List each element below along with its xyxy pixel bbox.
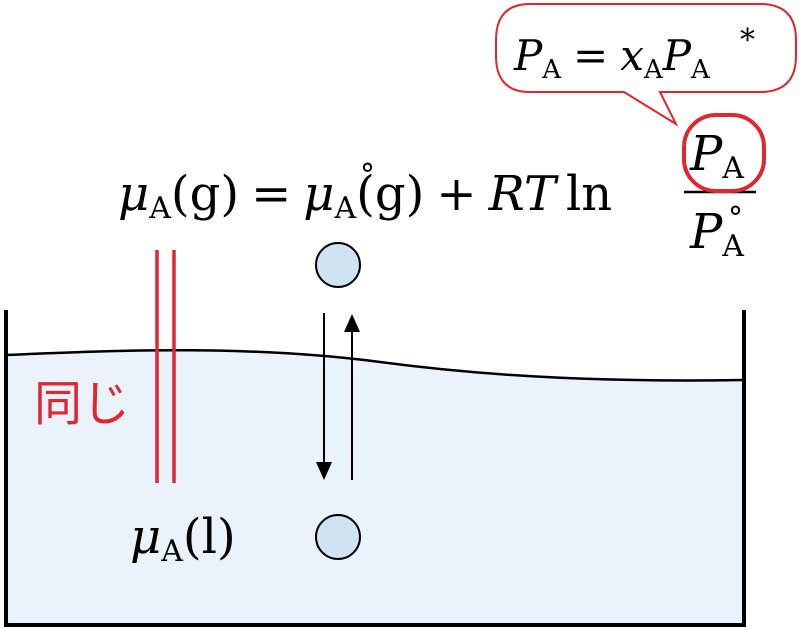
bubble-p-sup: * [740,23,755,58]
highlight-circle [682,113,766,193]
mu-liquid: μ [130,509,161,565]
mu-liquid-sub: A [160,534,183,569]
fraction-denominator-sup: ° [728,201,743,236]
bubble-p-sub: A [690,55,711,85]
ln-term: ln [566,166,612,222]
mu-standard: μ [303,166,334,222]
mu-standard-sup: ° [360,158,375,193]
phase-g-2: (g) [356,166,424,222]
bubble-equals: = [573,31,608,80]
liquid-equation: μA(l) [130,509,236,569]
gas-particle [315,242,361,288]
mu-gas-sub: A [148,191,171,226]
liquid-surface [6,350,744,625]
plus-sign: + [436,166,476,222]
phase-g: (g) [171,166,239,222]
bubble-x: x [620,31,644,80]
liquid-particle [315,514,361,560]
svg-text:PA: PA [689,126,744,186]
mu-standard-sub: A [333,191,356,226]
equals-sign: = [251,166,291,222]
bubble-p-lhs: P [513,31,543,80]
rt-term: RT [488,166,559,222]
bubble-x-sub: A [643,55,664,85]
mu-gas: μ [118,166,149,222]
fraction-denominator: P [689,204,723,260]
phase-l: (l) [183,509,236,565]
fraction-numerator-sub: A [721,151,744,186]
svg-text:PA: PA [689,204,744,264]
fraction-numerator: P [689,126,723,182]
speech-bubble: PA=xAPA * [495,3,797,127]
bubble-p-lhs-sub: A [541,55,562,85]
same-label: 同じ [34,376,130,432]
bubble-p: P [662,31,692,80]
condensation-arrow [316,313,332,480]
container [4,310,746,627]
liquid-surface-line [5,349,745,382]
evaporation-arrow [344,314,360,480]
svg-text:PA=xAPA: PA=xAPA [513,31,711,85]
fraction-denominator-sub: A [721,229,744,264]
